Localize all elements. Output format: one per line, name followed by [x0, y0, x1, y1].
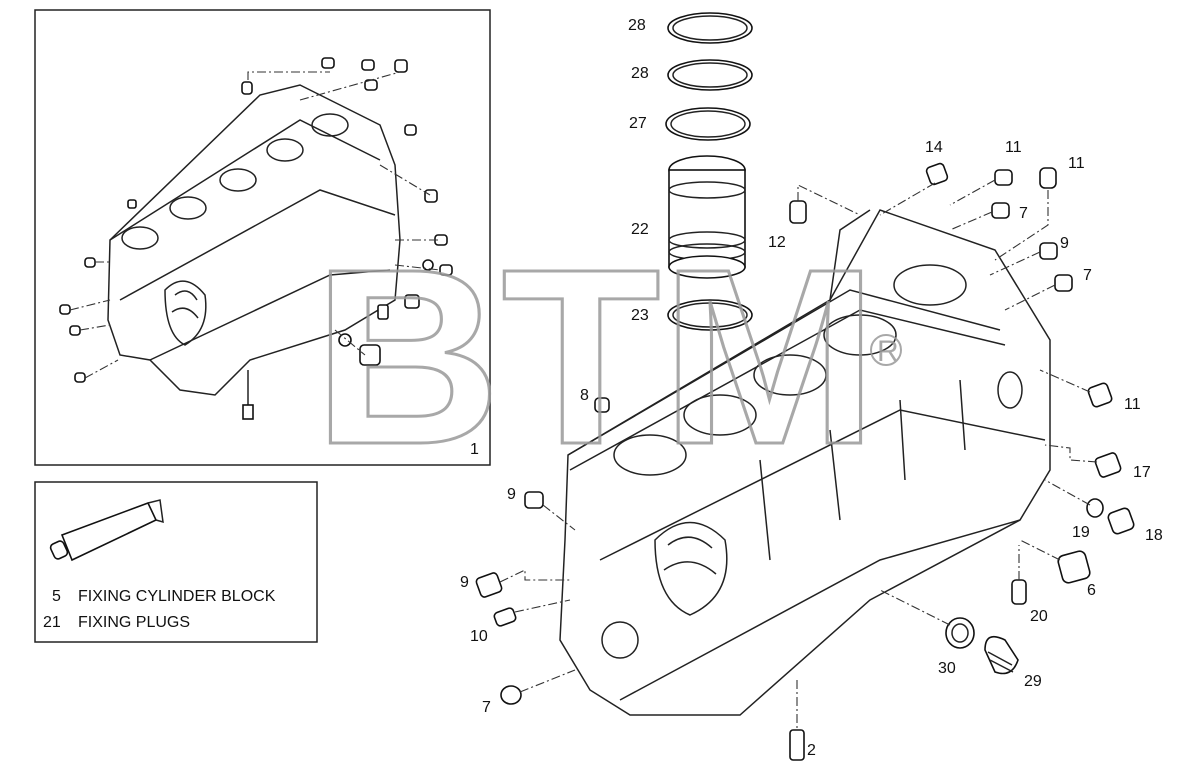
watermark: BTM R	[312, 216, 902, 498]
callout-29: 29	[1024, 673, 1042, 690]
callout-9-b: 9	[507, 486, 516, 503]
legend-box: 5 FIXING CYLINDER BLOCK 21 FIXING PLUGS	[34, 481, 318, 643]
callout-6: 6	[1087, 582, 1096, 599]
callout-2: 2	[807, 742, 816, 759]
callout-7-c: 7	[482, 699, 491, 716]
inset-engine-block-drawing	[107, 84, 401, 420]
main-engine-block-drawing	[559, 12, 1051, 716]
watermark-text: BTM	[313, 217, 878, 496]
callout-labels: 28 28 27 22 23 14 11 11 12 7 9 7 8 11 17…	[460, 17, 1163, 759]
callout-8: 8	[580, 387, 589, 404]
callout-7-a: 7	[1019, 205, 1028, 222]
callout-28-b: 28	[631, 65, 649, 82]
watermark-registered-mark: R	[877, 335, 899, 368]
callout-23: 23	[631, 307, 649, 324]
callout-27: 27	[629, 115, 647, 132]
legend-item-text-5: FIXING CYLINDER BLOCK	[78, 588, 276, 605]
legend-item-number-21: 21	[43, 614, 61, 631]
callout-19: 19	[1072, 524, 1090, 541]
legend-item-text-21: FIXING PLUGS	[78, 614, 190, 631]
inset-ref-number: 1	[470, 441, 479, 458]
callout-11-a: 11	[1005, 139, 1022, 156]
inset-small-parts	[59, 57, 453, 383]
callout-20: 20	[1030, 608, 1048, 625]
callout-30: 30	[938, 660, 956, 677]
callout-18: 18	[1145, 527, 1163, 544]
callout-9-a: 9	[1060, 235, 1069, 252]
sealant-tube-icon	[49, 499, 164, 562]
callout-12: 12	[768, 234, 786, 251]
legend-item-number-5: 5	[52, 588, 61, 605]
inset-box: 1	[34, 9, 491, 466]
callout-9-c: 9	[460, 574, 469, 591]
callout-10: 10	[470, 628, 488, 645]
main-small-parts	[475, 162, 1135, 761]
callout-14: 14	[925, 139, 943, 156]
callout-11-c: 11	[1124, 396, 1141, 413]
callout-7-b: 7	[1083, 267, 1092, 284]
callout-28-a: 28	[628, 17, 646, 34]
callout-11-b: 11	[1068, 155, 1085, 172]
callout-22: 22	[631, 221, 649, 238]
callout-17: 17	[1133, 464, 1151, 481]
